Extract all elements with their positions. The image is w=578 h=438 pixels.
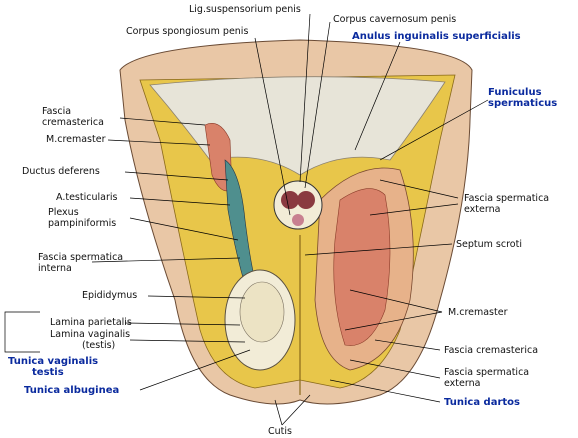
leader-lines (4, 13, 489, 426)
label-tunica-dartos: Tunica dartos (444, 397, 520, 408)
label-corpus-spongiosum: Corpus spongiosum penis (126, 26, 249, 37)
label-fascia-sperm-interna-2: interna (38, 263, 72, 274)
label-epididymus: Epididymus (82, 290, 138, 301)
label-lamina-parietalis: Lamina parietalis (50, 317, 132, 328)
label-lamina-vaginalis-2: (testis) (82, 340, 116, 351)
label-tunica-vaginalis-2: testis (32, 367, 64, 378)
label-fascia-sperm-externa-right-2: externa (464, 204, 501, 215)
label-plexus-1: Plexus (48, 207, 79, 218)
label-anulus-inguinalis: Anulus inguinalis superficialis (352, 31, 521, 42)
label-a-testicularis: A.testicularis (56, 192, 118, 203)
label-septum-scroti: Septum scroti (456, 239, 522, 250)
label-m-cremaster-right: M.cremaster (448, 307, 508, 318)
corpus-cavernosum-right (297, 191, 315, 209)
label-funiculus-1: Funiculus (488, 87, 542, 98)
label-m-cremaster-left: M.cremaster (46, 134, 106, 145)
label-fascia-cremasterica-left-1: Fascia (42, 106, 72, 117)
label-funiculus-2: spermaticus (488, 98, 558, 109)
corpus-spongiosum (292, 214, 304, 226)
label-fascia-cremasterica-right: Fascia cremasterica (444, 345, 539, 356)
label-lig-suspensorium: Lig.suspensorium penis (189, 4, 301, 15)
label-tunica-vaginalis-1: Tunica vaginalis (8, 356, 99, 367)
label-fascia-sperm-externa-lower-1: Fascia spermatica (444, 367, 530, 378)
corpus-cavernosum-left (281, 191, 299, 209)
label-fascia-sperm-interna-1: Fascia spermatica (38, 252, 124, 263)
label-fascia-sperm-externa-lower-2: externa (444, 378, 481, 389)
right-cremaster-muscle (333, 188, 391, 346)
label-tunica-albuginea: Tunica albuginea (24, 385, 120, 396)
label-fascia-sperm-externa-right-1: Fascia spermatica (464, 193, 550, 204)
label-fascia-cremasterica-left-2: cremasterica (42, 117, 104, 128)
label-plexus-2: pampiniformis (48, 218, 117, 229)
label-ductus-deferens: Ductus deferens (22, 166, 100, 177)
label-corpus-cavernosum: Corpus cavernosum penis (333, 14, 457, 25)
spermatic-cord-vessels (224, 159, 256, 286)
label-cutis: Cutis (268, 426, 292, 437)
label-lamina-vaginalis-1: Lamina vaginalis (50, 329, 131, 340)
left-testis-inner (239, 281, 285, 343)
